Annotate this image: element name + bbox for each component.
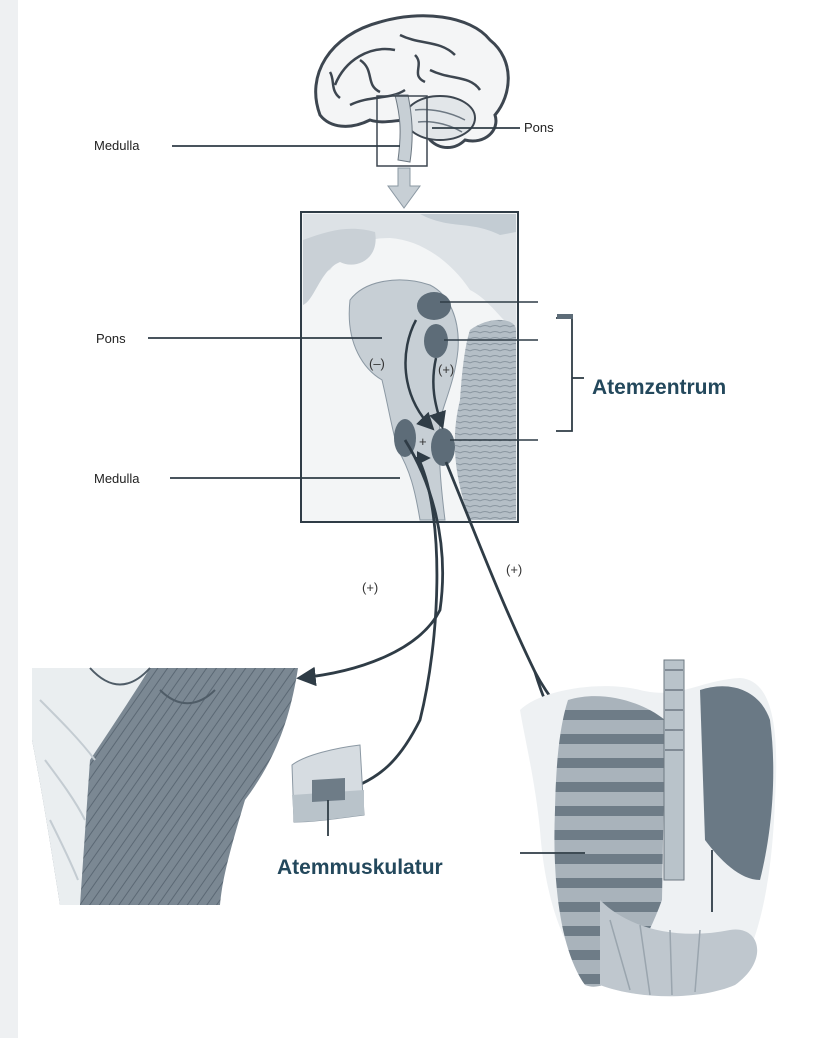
label-medulla-mid: Medulla [94, 471, 140, 486]
sign-excitatory-upper: (+) [438, 362, 454, 377]
rib-cage-illustration [520, 660, 776, 996]
sign-excitatory-small: + [419, 434, 427, 449]
label-atemmuskulatur: Atemmuskulatur [277, 856, 443, 879]
sign-excitatory-right: (+) [506, 562, 522, 577]
label-pons-mid: Pons [96, 331, 126, 346]
trunk-muscles-illustration [32, 668, 298, 905]
label-atemzentrum: Atemzentrum [592, 376, 726, 399]
label-pons-top: Pons [524, 120, 554, 135]
zoom-arrow [388, 168, 420, 208]
label-medulla-top: Medulla [94, 138, 140, 153]
brainstem-closeup [301, 212, 518, 522]
sign-inhibitory: (–) [369, 356, 385, 371]
brain-illustration [316, 16, 509, 166]
sign-excitatory-left: (+) [362, 580, 378, 595]
